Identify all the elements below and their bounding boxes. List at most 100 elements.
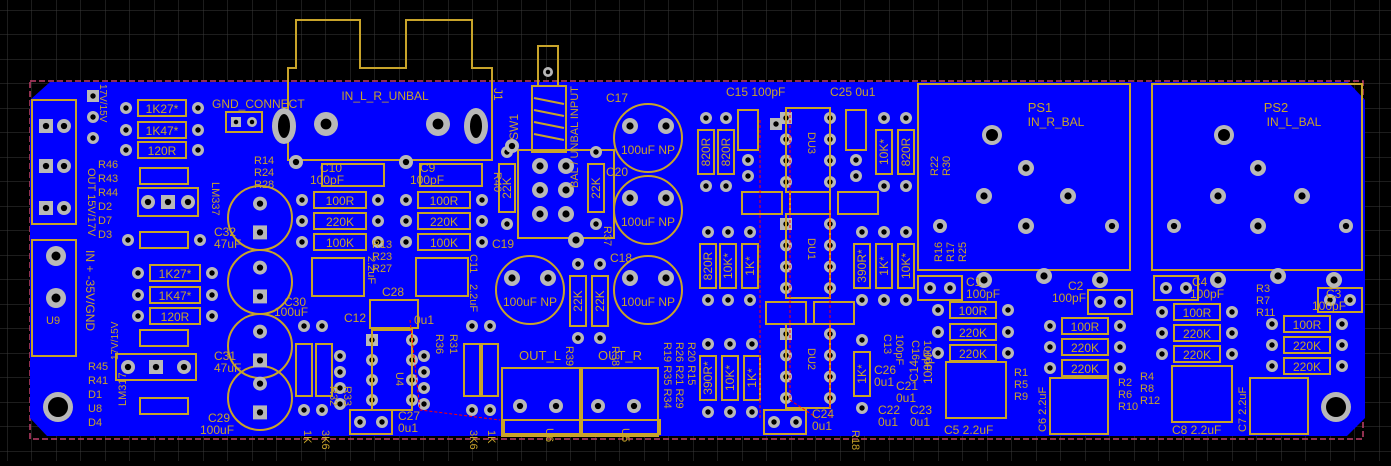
- resistor-r100ka[interactable]: [313, 233, 367, 251]
- drill: [749, 409, 755, 415]
- out-connectors[interactable]: [501, 367, 661, 437]
- cap-c8[interactable]: [1171, 365, 1233, 423]
- resistor-r220g[interactable]: [1173, 324, 1221, 342]
- cap-c1[interactable]: [917, 275, 963, 301]
- capacitor-c19[interactable]: [495, 255, 565, 325]
- label-r4: R4: [1140, 371, 1154, 383]
- capacitor-c18[interactable]: [613, 255, 683, 325]
- label-r220b: 220K: [430, 215, 458, 229]
- resistor-r10kb[interactable]: [719, 243, 737, 289]
- resistor[interactable]: [315, 343, 333, 397]
- capacitor-c17[interactable]: [613, 103, 683, 173]
- gnd-connect-header[interactable]: [225, 111, 263, 133]
- resistor-r220a[interactable]: [313, 212, 367, 230]
- jack-j1[interactable]: [287, 19, 493, 161]
- drill: [278, 114, 290, 138]
- diode[interactable]: [139, 231, 189, 249]
- resistor-r22k_a[interactable]: [498, 163, 516, 213]
- resistor-r1ka[interactable]: [741, 243, 759, 289]
- drill: [705, 297, 711, 303]
- capacitor-c20[interactable]: [613, 175, 683, 245]
- drill: [562, 162, 570, 170]
- resistor-r22k_d[interactable]: [591, 275, 609, 327]
- resistor-r100e[interactable]: [1173, 303, 1221, 321]
- label-r37: R37: [601, 226, 613, 246]
- diode[interactable]: [139, 329, 189, 347]
- cap-c10[interactable]: [321, 163, 385, 187]
- resistor-r220e[interactable]: [1061, 338, 1109, 356]
- regulator-lm337[interactable]: [137, 187, 199, 217]
- cap-film[interactable]: [415, 257, 469, 297]
- power-connector[interactable]: [31, 99, 77, 357]
- ic-u4[interactable]: [371, 329, 413, 411]
- resistor-r820c[interactable]: [897, 129, 915, 175]
- diode[interactable]: [139, 397, 189, 415]
- label-r10kd: 10K*: [723, 365, 737, 391]
- cap-c4[interactable]: [1153, 275, 1199, 301]
- drill: [626, 122, 634, 130]
- resistor-r100f[interactable]: [1283, 315, 1331, 333]
- resistor-r120_bot[interactable]: [149, 307, 201, 325]
- cap-c9[interactable]: [419, 163, 483, 187]
- cap-c28[interactable]: [369, 299, 419, 329]
- ic-du3[interactable]: [785, 107, 831, 193]
- switch-sw1[interactable]: [517, 45, 615, 239]
- resistor-r390a[interactable]: [853, 243, 871, 289]
- resistor-r10kc[interactable]: [897, 243, 915, 289]
- resistor-r22k_c[interactable]: [569, 275, 587, 327]
- resistor-r100kb[interactable]: [417, 233, 471, 251]
- resistor-r100b[interactable]: [417, 191, 471, 209]
- resistor-r820b[interactable]: [717, 129, 735, 175]
- cap[interactable]: [813, 301, 855, 325]
- cap-film[interactable]: [311, 257, 365, 297]
- resistor-r100d[interactable]: [1061, 317, 1109, 335]
- cap-c24[interactable]: [763, 409, 807, 435]
- resistor-r120_top[interactable]: [137, 141, 187, 159]
- resistor-r220c[interactable]: [949, 323, 997, 341]
- resistor-r820d[interactable]: [699, 243, 717, 289]
- label-c22v: 0u1: [878, 415, 898, 429]
- cap-c7[interactable]: [1249, 377, 1309, 435]
- resistor[interactable]: [295, 343, 313, 397]
- cap-c6[interactable]: [1049, 377, 1109, 435]
- cap-c2[interactable]: [1087, 289, 1133, 315]
- label-r23: R23: [372, 251, 392, 263]
- resistor[interactable]: [481, 343, 499, 397]
- drill: [1117, 344, 1123, 350]
- cap-c15[interactable]: [737, 109, 759, 151]
- drill: [725, 297, 731, 303]
- jack-ps1[interactable]: [917, 83, 1131, 271]
- resistor-r100a[interactable]: [313, 191, 367, 209]
- resistor-r220b[interactable]: [417, 212, 471, 230]
- resistor-r220j[interactable]: [1283, 357, 1331, 375]
- resistor-r220i[interactable]: [1283, 336, 1331, 354]
- resistor-r22k_b[interactable]: [587, 163, 605, 213]
- resistor[interactable]: [463, 343, 481, 397]
- resistor-r390b[interactable]: [699, 355, 717, 401]
- resistor-r1k47_bot[interactable]: [149, 286, 201, 304]
- jack-ps2[interactable]: [1151, 83, 1363, 271]
- resistor-r1kb[interactable]: [875, 243, 893, 289]
- cap[interactable]: [837, 191, 879, 215]
- resistor-r1kd[interactable]: [853, 351, 871, 397]
- cap-c25[interactable]: [845, 109, 867, 151]
- diode[interactable]: [139, 167, 189, 185]
- resistor-r100c[interactable]: [949, 301, 997, 319]
- drill: [51, 293, 61, 303]
- cap[interactable]: [741, 191, 783, 215]
- drill: [727, 341, 733, 347]
- resistor-r820a[interactable]: [697, 129, 715, 175]
- cap-c3[interactable]: [1317, 287, 1363, 313]
- cap-c5[interactable]: [945, 361, 1007, 419]
- resistor-r1k27_bot[interactable]: [149, 264, 201, 282]
- resistor-r1k27_top[interactable]: [137, 99, 187, 117]
- resistor-r1k47_top[interactable]: [137, 121, 187, 139]
- drill: [469, 323, 475, 329]
- resistor-r10ka[interactable]: [875, 129, 893, 175]
- resistor-r220f[interactable]: [1061, 359, 1109, 377]
- resistor-r10kd[interactable]: [721, 355, 739, 401]
- drill: [903, 297, 909, 303]
- regulator-lm317[interactable]: [115, 353, 197, 381]
- resistor-r220h[interactable]: [1173, 345, 1221, 363]
